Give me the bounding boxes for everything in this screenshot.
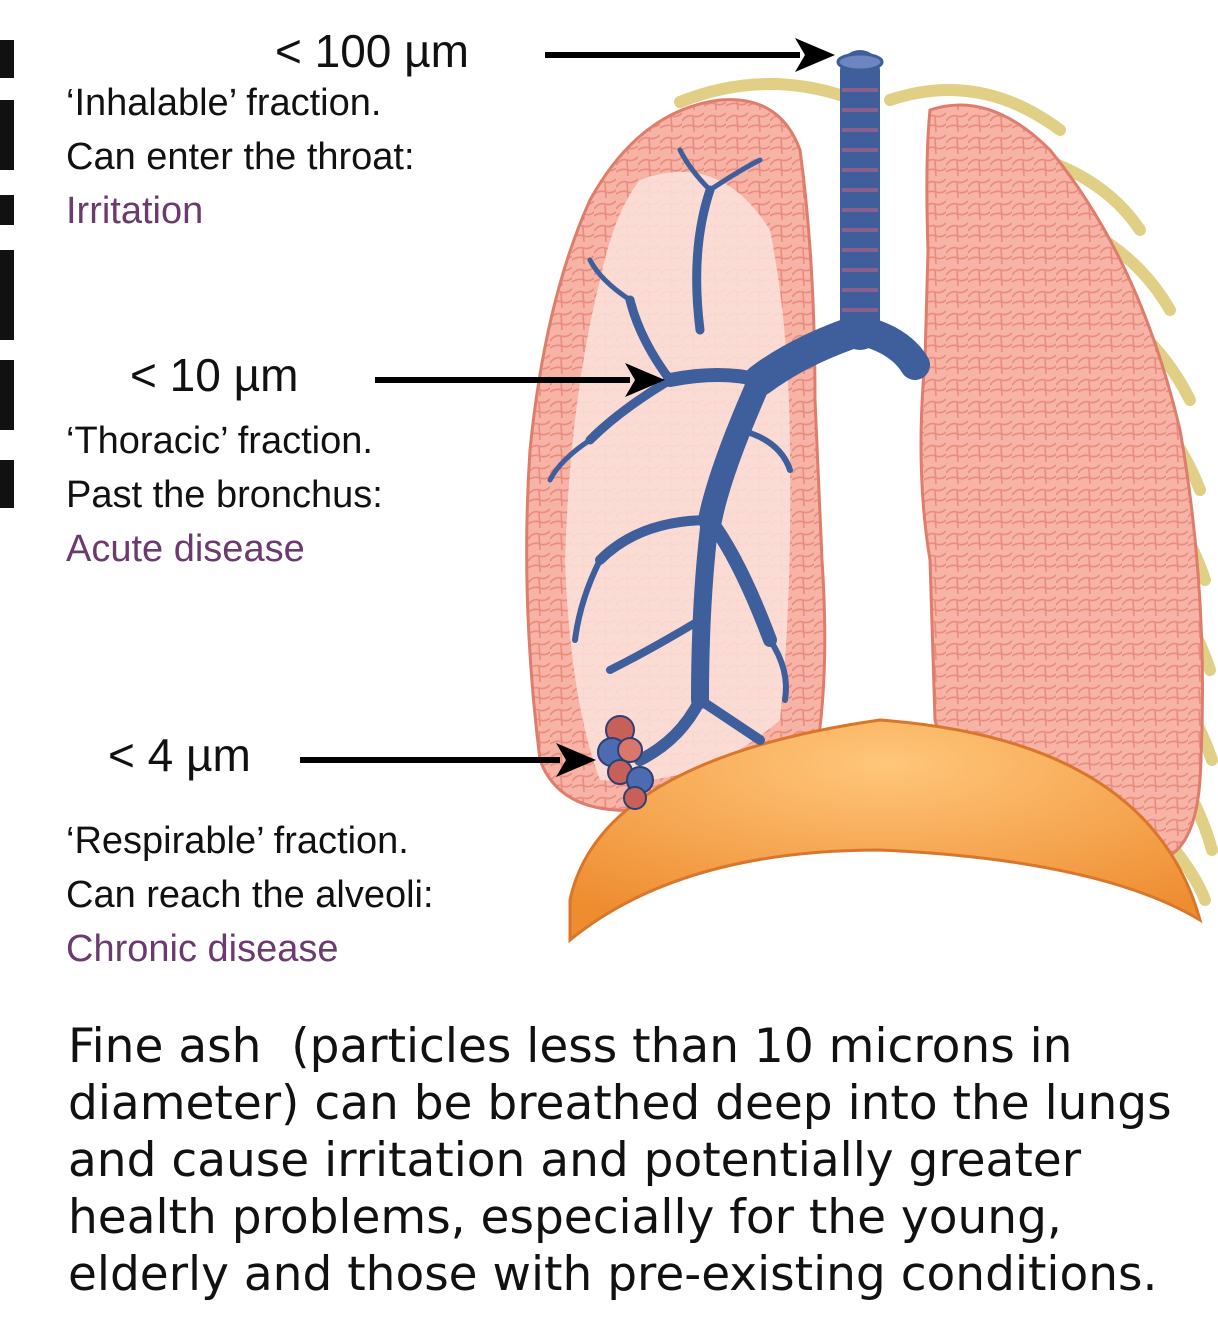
fraction-respirable-effect: Chronic disease xyxy=(66,922,434,976)
fraction-inhalable-desc: ‘Inhalable’ fraction. Can enter the thro… xyxy=(66,76,415,238)
fraction-thoracic-size: < 10 µm xyxy=(130,348,298,402)
fraction-inhalable-size: < 100 µm xyxy=(275,24,469,78)
fraction-thoracic-desc: ‘Thoracic’ fraction. Past the bronchus: … xyxy=(66,414,383,576)
fraction-thoracic-effect: Acute disease xyxy=(66,522,383,576)
fraction-thoracic-reach: Past the bronchus: xyxy=(66,468,383,522)
fraction-respirable-reach: Can reach the alveoli: xyxy=(66,868,434,922)
fraction-respirable-name: ‘Respirable’ fraction. xyxy=(66,814,434,868)
fraction-respirable-desc: ‘Respirable’ fraction. Can reach the alv… xyxy=(66,814,434,976)
fraction-inhalable-effect: Irritation xyxy=(66,184,415,238)
fraction-respirable-size: < 4 µm xyxy=(108,728,251,782)
caption-text: Fine ash (particles less than 10 microns… xyxy=(68,1018,1218,1303)
fraction-thoracic-name: ‘Thoracic’ fraction. xyxy=(66,414,383,468)
fraction-inhalable-reach: Can enter the throat: xyxy=(66,130,415,184)
fraction-inhalable-name: ‘Inhalable’ fraction. xyxy=(66,76,415,130)
